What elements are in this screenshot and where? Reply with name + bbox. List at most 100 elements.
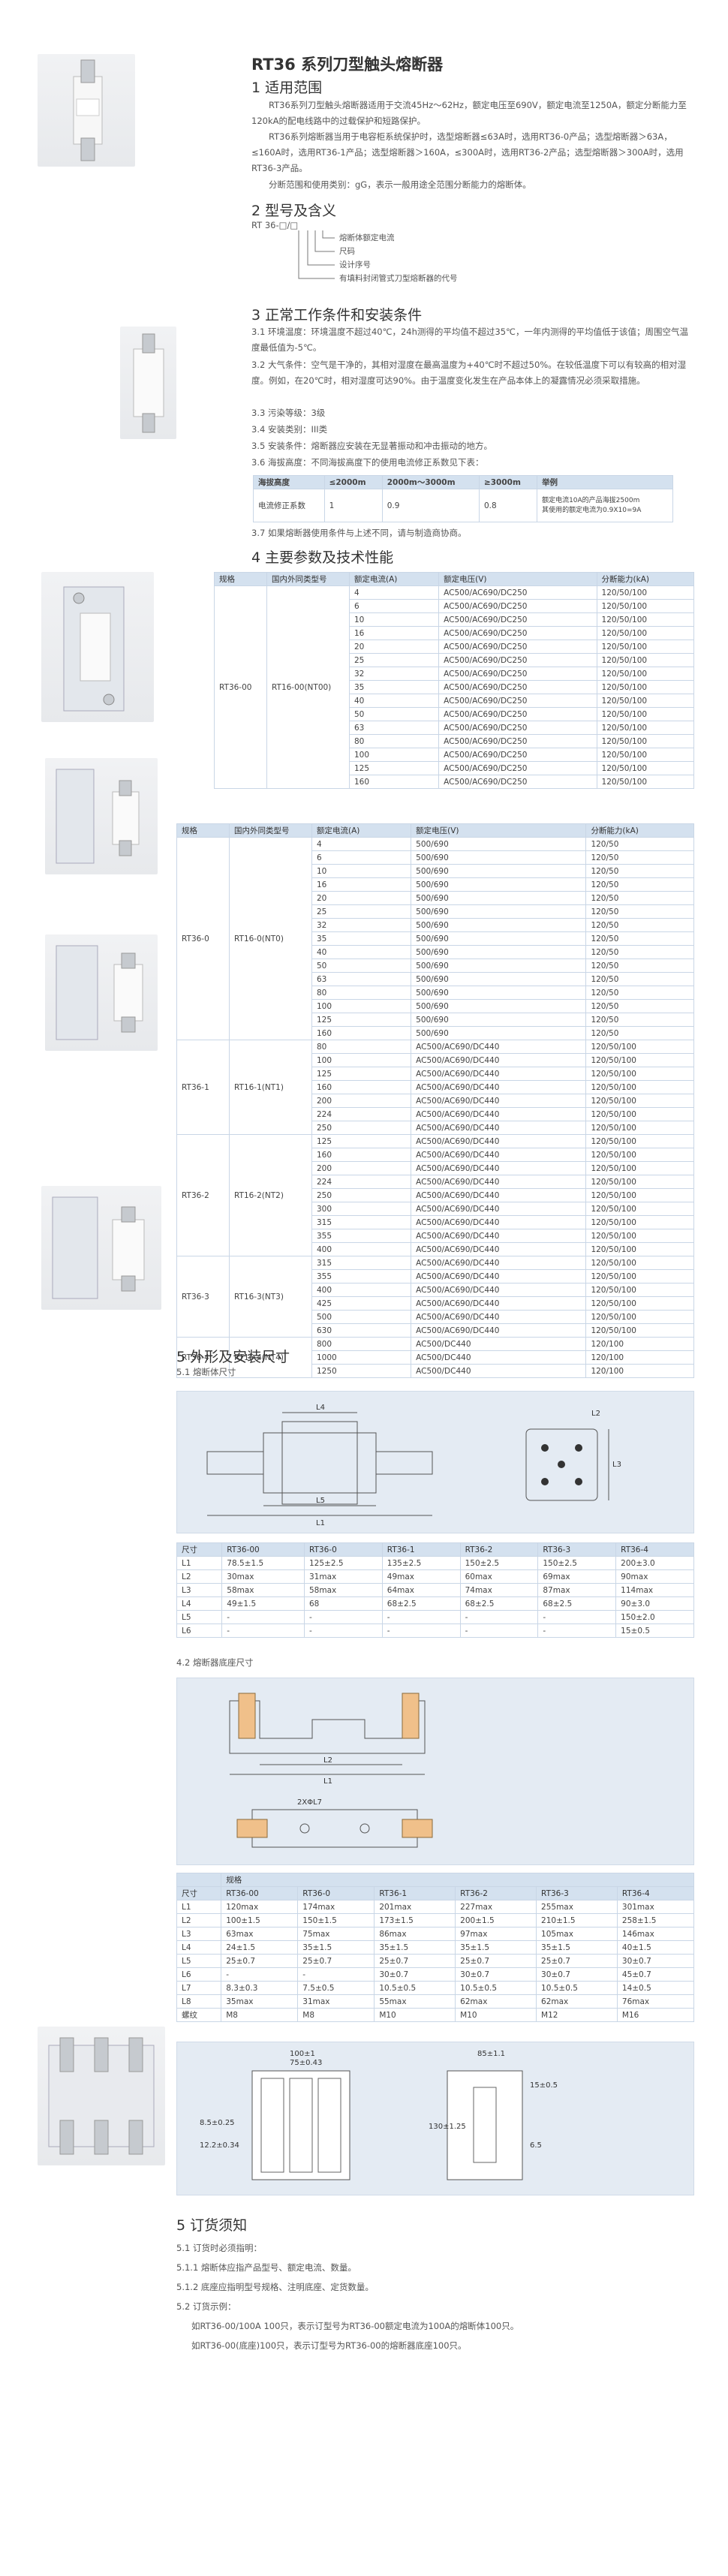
base-dim-l2: L2 — [323, 1756, 332, 1765]
spec-cell: RT36-3 — [176, 1256, 230, 1338]
table-cell: 25±0.7 — [536, 1954, 618, 1968]
table-cell: 76max — [616, 1994, 695, 2009]
table-cell: 200±3.0 — [615, 1556, 694, 1570]
breaking-cell: 120/50/100 — [585, 1175, 694, 1189]
ordering-line-5: 如RT36-00/100A 100只，表示订型号为RT36-00额定电流为100… — [191, 2321, 519, 2331]
breaking-cell: 120/50/100 — [585, 1188, 694, 1202]
section-3-heading: 3 正常工作条件和安装条件 — [251, 307, 423, 324]
table-cell: L4 — [176, 1940, 222, 1955]
table-cell: 146max — [616, 1927, 695, 1941]
current-cell: 125 — [311, 1013, 412, 1027]
breaking-cell: 120/50/100 — [585, 1134, 694, 1148]
current-cell: 80 — [311, 1040, 412, 1054]
product-photo-fuse-link — [120, 327, 176, 439]
table-header-cell: 尺寸 — [176, 1542, 223, 1557]
breaking-cell: 120/50/100 — [596, 585, 695, 600]
current-cell: 32 — [348, 667, 440, 681]
table-header-cell: 分断能力(kA) — [596, 572, 695, 586]
section-4-heading: 4 主要参数及技术性能 — [251, 549, 394, 566]
breaking-cell: 120/50/100 — [596, 653, 695, 667]
table-cell: 90max — [615, 1569, 694, 1584]
voltage-cell: AC500/AC690/DC440 — [411, 1107, 587, 1121]
voltage-cell: 500/690 — [411, 837, 587, 851]
voltage-cell: AC500/AC690/DC250 — [438, 612, 597, 627]
table-cell: 210±1.5 — [536, 1913, 618, 1927]
table-header-cell: RT36-3 — [536, 1886, 618, 1900]
fuse-image — [73, 59, 103, 161]
ordering-line-1: 5.1 订货时必须指明： — [176, 2243, 262, 2253]
ordering-line-6: 如RT36-00(底座)100只，表示订型号为RT36-00的熔断器底座100只… — [191, 2340, 467, 2351]
voltage-cell: AC500/AC690/DC440 — [411, 1121, 587, 1135]
breaking-cell: 120/50 — [585, 972, 694, 986]
current-cell: 25 — [311, 904, 412, 919]
table-header-cell: RT36-2 — [455, 1886, 537, 1900]
table-cell: 25±0.7 — [374, 1954, 456, 1968]
current-cell: 80 — [311, 986, 412, 1000]
current-cell: 4 — [348, 585, 440, 600]
current-cell: 315 — [311, 1256, 412, 1270]
voltage-cell: AC500/AC690/DC440 — [411, 1134, 587, 1148]
product-photo-rt36-0 — [45, 758, 158, 874]
table-cell: 30±0.7 — [455, 1967, 537, 1982]
voltage-cell: 500/690 — [411, 986, 587, 1000]
breaking-cell: 120/50/100 — [585, 1094, 694, 1108]
voltage-cell: AC500/AC690/DC440 — [411, 1229, 587, 1243]
current-cell: 200 — [311, 1161, 412, 1175]
table-cell: 90±3.0 — [615, 1596, 694, 1611]
section-1-para-3: 分断范围和使用类别：gG，表示一般用途全范围分断能力的熔断体。 — [269, 179, 531, 190]
current-cell: 6 — [348, 599, 440, 613]
table-cell: 100±1.5 — [221, 1913, 299, 1927]
base-hole-label: 2XΦL7 — [297, 1798, 322, 1807]
breaking-cell: 120/50/100 — [596, 680, 695, 694]
type-cell: RT16-00(NT00) — [266, 585, 350, 789]
table-cell: 55max — [374, 1994, 456, 2009]
table-cell: 200±1.5 — [455, 1913, 537, 1927]
current-cell: 160 — [311, 1148, 412, 1162]
table-header-cell: RT36-2 — [459, 1542, 539, 1557]
voltage-cell: 500/690 — [411, 850, 587, 865]
voltage-cell: AC500/AC690/DC250 — [438, 653, 597, 667]
table-cell: - — [459, 1610, 539, 1624]
current-cell: 224 — [311, 1107, 412, 1121]
table-cell: L1 — [176, 1900, 222, 1914]
product-photo-rt36-1 — [45, 934, 158, 1051]
voltage-cell: 500/690 — [411, 904, 587, 919]
voltage-cell: AC500/AC690/DC440 — [411, 1269, 587, 1283]
spec-cell: RT36-2 — [176, 1134, 230, 1256]
table-cell: 14±0.5 — [616, 1981, 695, 1995]
spec-cell: RT36-4 — [176, 1337, 230, 1378]
breaking-cell: 120/50/100 — [585, 1283, 694, 1297]
table-cell: L6 — [176, 1967, 222, 1982]
table-caption-blank — [176, 1873, 222, 1887]
inst-dim-3: 85±1.1 — [477, 2050, 505, 2058]
table-cell: 30max — [221, 1569, 305, 1584]
spec-cell: RT36-1 — [176, 1040, 230, 1135]
table-cell: 45±0.7 — [616, 1967, 695, 1982]
breaking-cell: 120/50/100 — [585, 1107, 694, 1121]
breaking-cell: 120/50/100 — [585, 1269, 694, 1283]
current-cell: 50 — [311, 958, 412, 973]
current-cell: 4 — [311, 837, 412, 851]
current-cell: 32 — [311, 918, 412, 932]
breaking-cell: 120/50 — [585, 945, 694, 959]
voltage-cell: 500/690 — [411, 1013, 587, 1027]
inst-dim-4: 8.5±0.25 — [200, 2119, 235, 2127]
table-cell: 68 — [303, 1596, 383, 1611]
section-1-para-2: RT36系列熔断器当用于电容柜系统保护时，选型熔断器≤63A时，选用RT36-0… — [251, 131, 684, 173]
voltage-cell: 500/690 — [411, 958, 587, 973]
condition-3-6: 3.6 海拔高度：不同海拔高度下的使用电流修正系数见下表： — [251, 457, 484, 468]
